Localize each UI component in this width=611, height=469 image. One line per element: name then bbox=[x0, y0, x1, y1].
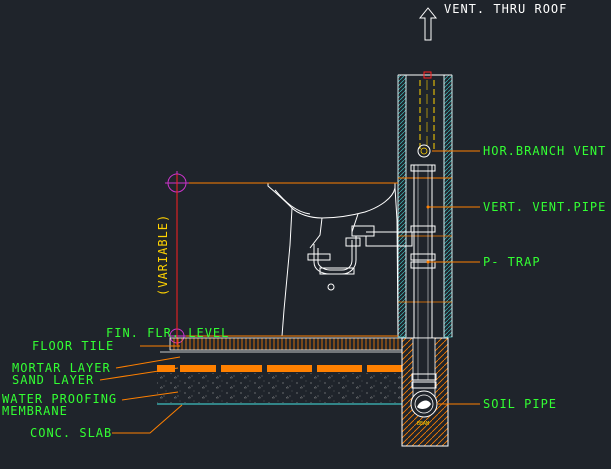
leader-dot bbox=[426, 205, 430, 209]
vent-thru-roof-label: VENT. THRU ROOF bbox=[444, 2, 567, 16]
leader-conc-slab bbox=[112, 404, 183, 434]
beam-section bbox=[401, 337, 449, 447]
water-proofing-label: WATER PROOFING bbox=[2, 392, 117, 406]
floor-tile-label: FLOOR TILE bbox=[32, 339, 114, 353]
conc-slab-label: CONC. SLAB bbox=[30, 426, 112, 440]
up-arrow-icon bbox=[418, 7, 438, 41]
vent-cap bbox=[423, 71, 432, 79]
leader-waterproofing bbox=[121, 391, 179, 401]
vertical-vent-pipe bbox=[410, 80, 436, 346]
leader-dot bbox=[426, 260, 430, 264]
toilet-fixture bbox=[267, 182, 413, 337]
beam-label: BEAM bbox=[417, 421, 429, 427]
fin-flr-level-label: FIN. FLR. LEVEL bbox=[106, 326, 229, 340]
hor-branch-vent-fitting bbox=[417, 144, 431, 158]
mortar-layer-label: MORTAR LAYER bbox=[12, 361, 111, 375]
p-trap-label: P- TRAP bbox=[483, 255, 541, 269]
variable-label: (VARIABLE) bbox=[156, 214, 170, 296]
soil-pipe-label: SOIL PIPE bbox=[483, 397, 557, 411]
leader-sand bbox=[99, 367, 179, 381]
vert-vent-pipe-label: VERT. VENT.PIPE bbox=[483, 200, 606, 214]
sand-layer-label: SAND LAYER bbox=[12, 373, 94, 387]
floor-layers bbox=[157, 337, 403, 405]
leader-mortar bbox=[115, 356, 181, 369]
hor-branch-vent-label: HOR.BRANCH VENT bbox=[483, 144, 606, 158]
membrane-label: MEMBRANE bbox=[2, 404, 68, 418]
wall-section bbox=[397, 74, 453, 338]
